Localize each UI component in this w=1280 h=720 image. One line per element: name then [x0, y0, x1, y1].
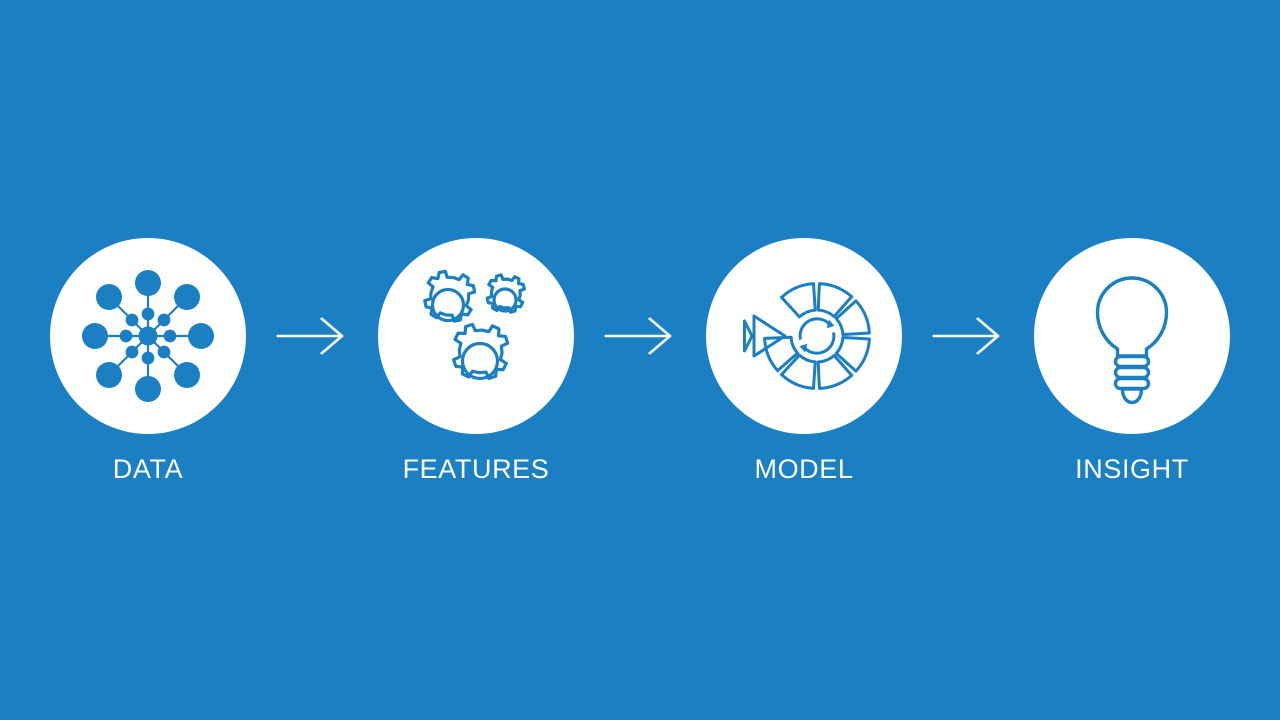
stage-features[interactable]: FEATURES [378, 237, 574, 484]
arrow-right-icon [276, 316, 345, 355]
network-nodes-icon [82, 269, 214, 402]
stage-model-disc [706, 237, 902, 434]
connector-model-to-insight [902, 238, 1034, 434]
stage-insight[interactable]: INSIGHT [1034, 237, 1230, 484]
stage-insight-label: INSIGHT [1075, 453, 1189, 484]
stage-data-label: DATA [112, 453, 184, 484]
stage-model-label: MODEL [754, 453, 854, 484]
stage-insight-disc [1034, 237, 1230, 434]
flow-row: DATA [50, 237, 1230, 484]
stage-model[interactable]: MODEL [706, 237, 902, 484]
lightbulb-icon [1095, 275, 1169, 404]
stage-features-label: FEATURES [402, 453, 550, 484]
model-wheel-icon [743, 281, 871, 390]
connector-features-to-model [574, 238, 706, 434]
stage-features-disc [378, 237, 574, 434]
stage-data-disc [50, 237, 246, 434]
arrow-right-icon [604, 316, 673, 355]
arrow-right-icon [932, 316, 1001, 355]
connector-data-to-features [246, 238, 378, 434]
stage-data[interactable]: DATA [50, 237, 246, 484]
gears-icon [423, 269, 526, 380]
